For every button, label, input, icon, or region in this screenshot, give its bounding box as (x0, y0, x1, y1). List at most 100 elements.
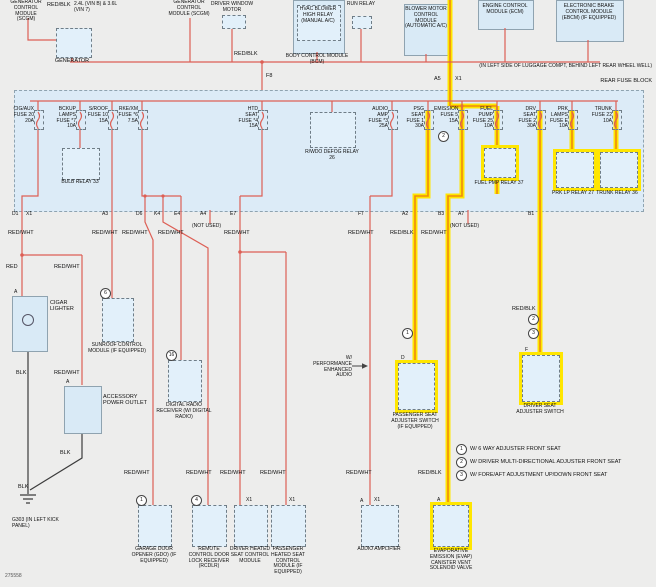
wire-label: RED/WHT (54, 264, 80, 270)
wire-label: RED/WHT (348, 230, 374, 236)
wire-label: BLK (18, 484, 29, 490)
fuse-emission-marker: 2 (438, 131, 449, 142)
fuse-symbol-bckup-lamps (76, 110, 86, 130)
scgm2-label: GENERATOR CONTROL MODULE (SCGM) (168, 0, 210, 17)
sunroof-marker: 6 (100, 288, 111, 299)
rcdlr-box (192, 505, 227, 547)
fuse-symbol-sroof (108, 110, 118, 130)
footnote-2-text: W/ DRIVER MULTI-DIRECTIONAL ADJUSTER FRO… (470, 459, 622, 465)
footnote-3-text: W/ FORE/AFT ADJUSTMENT UP/DOWN FRONT SEA… (470, 472, 608, 478)
wire-label: RED/WHT (124, 470, 150, 476)
passenger-heated-seat-connector: X1 (289, 497, 296, 503)
footnote-1-text: W/ 6 WAY ADJUSTER FRONT SEAT (470, 446, 561, 452)
fuel-pump-relay-label: FUEL PMP RELAY 37 (474, 180, 524, 186)
blower-module-box (404, 4, 450, 56)
perf-audio-arrowhead (362, 363, 368, 369)
fuel-pump-relay-box (484, 148, 516, 178)
ground-label: G303 (IN LEFT KICK PANEL) (12, 517, 59, 529)
wire-label: RED/WHT (346, 470, 372, 476)
wire-label: RED (6, 264, 18, 270)
wire-label: BLK (16, 370, 27, 376)
feed-pin-label: F8 (266, 73, 273, 79)
orange-wires (414, 0, 617, 505)
trunk-relay-label: TRUNK RELAY 36 (596, 190, 638, 196)
ebcm-label: ELECTRONIC BRAKE CONTROL MODULE (EBCM) (… (561, 3, 617, 21)
garage-door-opener-box (138, 505, 172, 547)
driver-window-motor-box (222, 15, 246, 29)
apo-pin-a: A (66, 379, 70, 385)
driver-seat-adjuster-switch-label: DRIVER SEAT ADJUSTER SWITCH (516, 403, 564, 415)
pin-e4: E4 (174, 211, 181, 217)
driver-heated-seat-box (234, 505, 268, 547)
driver-heated-seat-connector: X1 (246, 497, 253, 503)
driver-window-motor-label: DRIVER WINDOW MOTOR (210, 1, 254, 13)
sunroof-module-box (102, 298, 134, 342)
fuse-block-location-note: (IN LEFT SIDE OF LUGGAGE COMPT, BEHIND L… (479, 63, 652, 69)
fuse-symbol-drv-seat (536, 110, 546, 130)
digital-radio-marker: 16 (166, 350, 177, 361)
accessory-power-outlet-label: ACCESSORY POWER OUTLET (103, 394, 148, 407)
wire-label: RED/WHT (186, 470, 212, 476)
pin-a3: A3 (102, 211, 109, 217)
rwdo-defog-relay-box (310, 112, 356, 148)
pin-b1: B1 (528, 211, 535, 217)
ecm-label: ENGINE CONTROL MODULE (ECM) (482, 3, 528, 15)
amp-connector: X1 (374, 497, 381, 503)
stud-a5-label: A5 (434, 76, 441, 82)
drv-switch-marker-3: 3 (528, 328, 539, 339)
digital-radio-receiver-label: DIGITAL RADIO RECEIVER (W/ DIGITAL RADIO… (156, 402, 212, 420)
generator-box (56, 28, 92, 58)
red-wires (21, 18, 619, 505)
pin-a7: A7 (458, 211, 465, 217)
fuse-symbol-cig-aux (34, 110, 44, 130)
ecm-box (478, 0, 534, 30)
fuse-symbol-psg-seat (424, 110, 434, 130)
audio-amplifier-label: AUDIO AMPLIFIER (357, 546, 401, 552)
passenger-heated-seat-box (271, 505, 306, 547)
pin-a2: A2 (402, 211, 409, 217)
fuse-symbol-htd-seat (258, 110, 268, 130)
cigar-lighter-label: CIGAR LIGHTER (50, 300, 74, 313)
fuse-symbol-rke-xm (138, 110, 148, 130)
footnote-1-marker: 1 (456, 444, 467, 455)
wire-label: RED/BLK (418, 470, 442, 476)
cigar-lighter-icon (22, 314, 34, 326)
engine-note: 2.4L (VIN B) & 3.6L (VIN 7) (74, 1, 117, 13)
fuse-symbol-prk-lamps (568, 110, 578, 130)
pin-a4: A4 (200, 211, 207, 217)
wire-label: RED/BLK (390, 230, 414, 236)
blower-module-label: BLOWER MOTOR CONTROL MODULE (AUTOMATIC A… (405, 6, 447, 30)
pin-a7-not-used: (NOT USED) (450, 223, 480, 229)
cigar-pin-a: A (14, 289, 18, 295)
garage-door-opener-label: GARAGE DOOR OPENER (GDO) (IF EQUIPPED) (131, 546, 177, 564)
accessory-power-outlet-box (64, 386, 102, 434)
run-relay-box (352, 16, 372, 29)
psg-switch-marker: 1 (402, 328, 413, 339)
wire-label: RED/WHT (224, 230, 250, 236)
wire-label: RED/BLK (512, 306, 536, 312)
psg-switch-pin-d: D (401, 355, 405, 361)
feed-wire-label: RED/BLK (234, 51, 258, 57)
generator-label: GENERATOR (54, 58, 90, 64)
pin-f7: F7 (358, 211, 364, 217)
wire-label: RED/WHT (260, 470, 286, 476)
sunroof-module-label: SUNROOF CONTROL MODULE (IF EQUIPPED) (88, 342, 146, 354)
wire-label: RED/WHT (421, 230, 447, 236)
prk-lp-relay-box (556, 152, 594, 188)
passenger-seat-adjuster-switch-label: PASSENGER SEAT ADJUSTER SWITCH (IF EQUIP… (391, 412, 439, 430)
pin-d6: D6 (136, 211, 143, 217)
hvac-blower-relay-box (297, 5, 341, 41)
fuse-symbol-trunk (612, 110, 622, 130)
